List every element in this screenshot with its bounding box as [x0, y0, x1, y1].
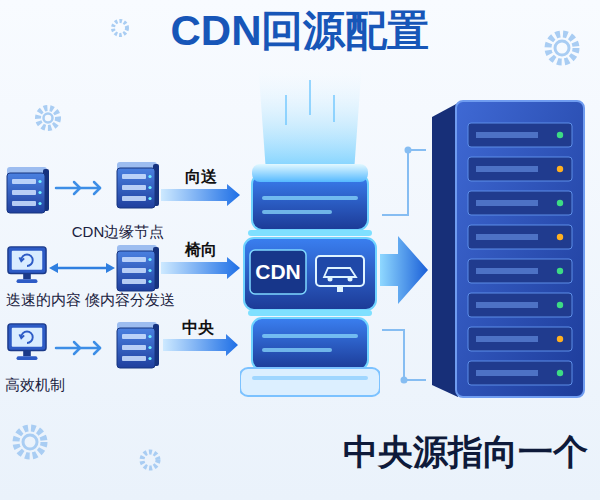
- flow-arrow: [380, 236, 428, 304]
- cdn-label: CDN: [255, 260, 301, 284]
- client-computer: 高效机制: [5, 322, 49, 362]
- beam-lines: [286, 80, 334, 125]
- origin-server: 中央源指向一个: [428, 95, 588, 400]
- edge-server-icon: [115, 243, 161, 293]
- node-caption: 倏内容分发送: [85, 291, 175, 308]
- light-beam: [258, 62, 362, 172]
- node-caption: 高效机制: [5, 376, 65, 393]
- flow-arrow: [163, 334, 238, 356]
- edge-server: 倏内容分发送: [115, 243, 161, 293]
- client-computer: 迭速的内容: [5, 245, 49, 285]
- client-computer-icon: [5, 245, 49, 285]
- flow-arrow: [49, 263, 115, 273]
- arrow-label: 向送: [185, 168, 217, 186]
- node-caption: CDN边缘节点: [72, 223, 165, 240]
- server-caption: 中央源指向一个: [343, 432, 588, 472]
- flow-arrow: [161, 184, 240, 206]
- node-caption: 迭速的内容: [6, 291, 81, 308]
- arrow-label: 中央: [182, 319, 214, 337]
- cdn-stack: CDN: [240, 160, 380, 398]
- arrow-label: 椅向: [185, 241, 217, 259]
- origin-server-icon: [428, 95, 588, 400]
- edge-server-icon: [115, 160, 161, 210]
- diagram-title: CDN回源配置: [0, 0, 600, 54]
- flow-arrow: [161, 257, 240, 279]
- edge-server: CDN边缘节点: [115, 160, 161, 210]
- server-icon: [7, 167, 49, 213]
- client-computer-icon: [5, 322, 49, 362]
- server-icon: [117, 322, 159, 368]
